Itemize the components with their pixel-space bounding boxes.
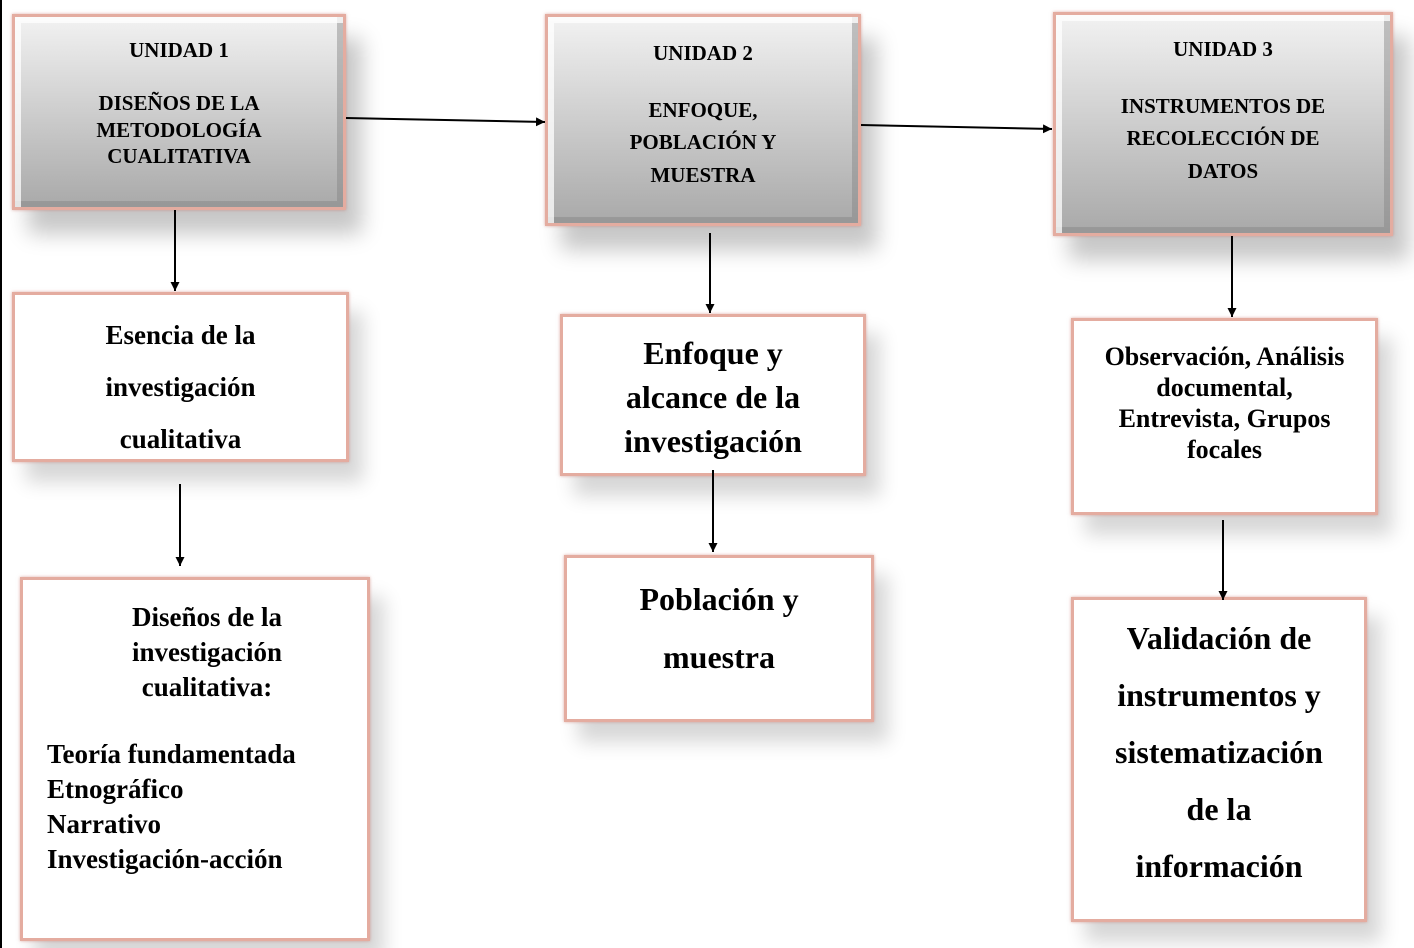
essence-line: investigación: [105, 372, 256, 402]
designs-title-line: cualitativa:: [141, 672, 273, 702]
design-list-item: Teoría fundamentada: [47, 739, 296, 769]
unit-1-title-line: METODOLOGÍA: [96, 117, 262, 142]
unit-2-title-line: ENFOQUE,: [648, 97, 758, 122]
unit-3-box: UNIDAD 3 INSTRUMENTOS DE RECOLECCIÓN DE …: [1053, 12, 1393, 236]
approach-line: Enfoque y: [643, 335, 783, 371]
instruments-line: Entrevista, Grupos: [1118, 404, 1331, 433]
unit-1-heading: UNIDAD 1: [129, 38, 229, 62]
validation-box: Validación de instrumentos y sistematiza…: [1071, 597, 1367, 922]
unit-3-title-line: DATOS: [1187, 158, 1259, 183]
unit-2-title-line: MUESTRA: [650, 162, 756, 187]
essence-line: Esencia de la: [105, 320, 256, 350]
instruments-box: Observación, Análisis documental, Entrev…: [1071, 318, 1378, 515]
unit-3-heading: UNIDAD 3: [1173, 37, 1273, 61]
validation-line: de la: [1186, 791, 1252, 827]
essence-line: cualitativa: [119, 424, 242, 454]
unit-3-title-line: INSTRUMENTOS DE: [1120, 93, 1326, 118]
unit-2-heading: UNIDAD 2: [653, 41, 753, 65]
unit-2-title-line: POBLACIÓN Y: [629, 130, 777, 155]
unit-1-title-line: CUALITATIVA: [107, 143, 251, 168]
approach-line: alcance de la: [625, 379, 801, 415]
validation-line: Validación de: [1126, 620, 1312, 656]
population-line: Población y: [639, 581, 799, 617]
validation-line: sistematización: [1115, 734, 1323, 770]
unit-1-box: UNIDAD 1 DISEÑOS DE LA METODOLOGÍA CUALI…: [12, 14, 346, 210]
population-line: muestra: [663, 639, 775, 675]
validation-line: instrumentos y: [1117, 677, 1321, 713]
instruments-line: documental,: [1156, 373, 1293, 402]
essence-box: Esencia de la investigación cualitativa: [12, 292, 349, 462]
population-box: Población y muestra: [564, 555, 874, 722]
instruments-line: Observación, Análisis: [1104, 342, 1345, 371]
unit-3-title-line: RECOLECCIÓN DE: [1126, 126, 1320, 151]
arrow-unit1-to-unit2: [345, 117, 546, 127]
validation-line: información: [1135, 848, 1303, 884]
approach-line: investigación: [624, 423, 802, 459]
designs-title-line: investigación: [131, 637, 282, 667]
arrow-unit2-to-unit3: [860, 124, 1053, 134]
designs-title-line: Diseños de la: [131, 602, 283, 632]
design-list-item: Etnográfico: [47, 774, 184, 804]
unit-1-title-line: DISEÑOS DE LA: [98, 91, 260, 116]
unit-2-box: UNIDAD 2 ENFOQUE, POBLACIÓN Y MUESTRA: [545, 14, 861, 226]
designs-box: Diseños de la investigación cualitativa:…: [20, 577, 370, 941]
page-left-border: [0, 0, 2, 948]
design-list-item: Narrativo: [47, 809, 161, 839]
design-list-item: Investigación-acción: [47, 844, 283, 874]
instruments-line: focales: [1186, 435, 1263, 464]
